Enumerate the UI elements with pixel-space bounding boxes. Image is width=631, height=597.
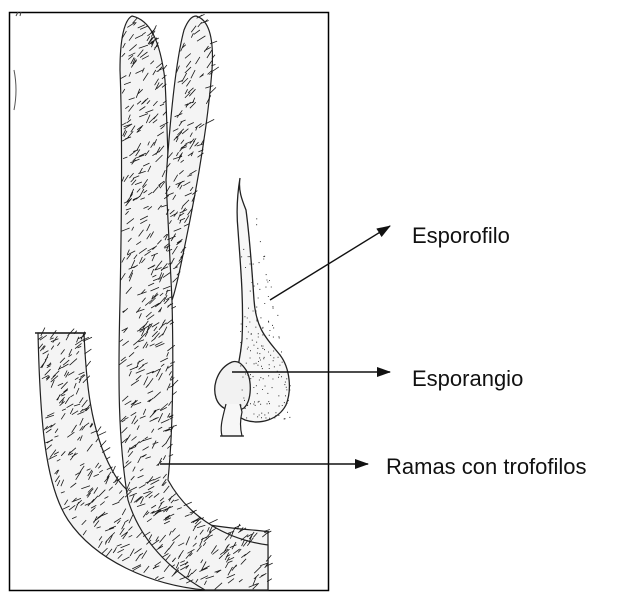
right-fork-branch bbox=[166, 16, 212, 300]
label-esporangio: Esporangio bbox=[412, 368, 523, 390]
sporophyll-stalk bbox=[221, 404, 242, 436]
plant-branches bbox=[35, 14, 273, 590]
arrow-esporofilo bbox=[270, 226, 390, 300]
sporophyll-drawing bbox=[215, 178, 291, 436]
label-esporofilo: Esporofilo bbox=[412, 225, 510, 247]
edge-mark bbox=[14, 70, 16, 110]
label-ramas-con-trofofilos: Ramas con trofofilos bbox=[386, 456, 587, 478]
sporangium bbox=[215, 361, 250, 410]
